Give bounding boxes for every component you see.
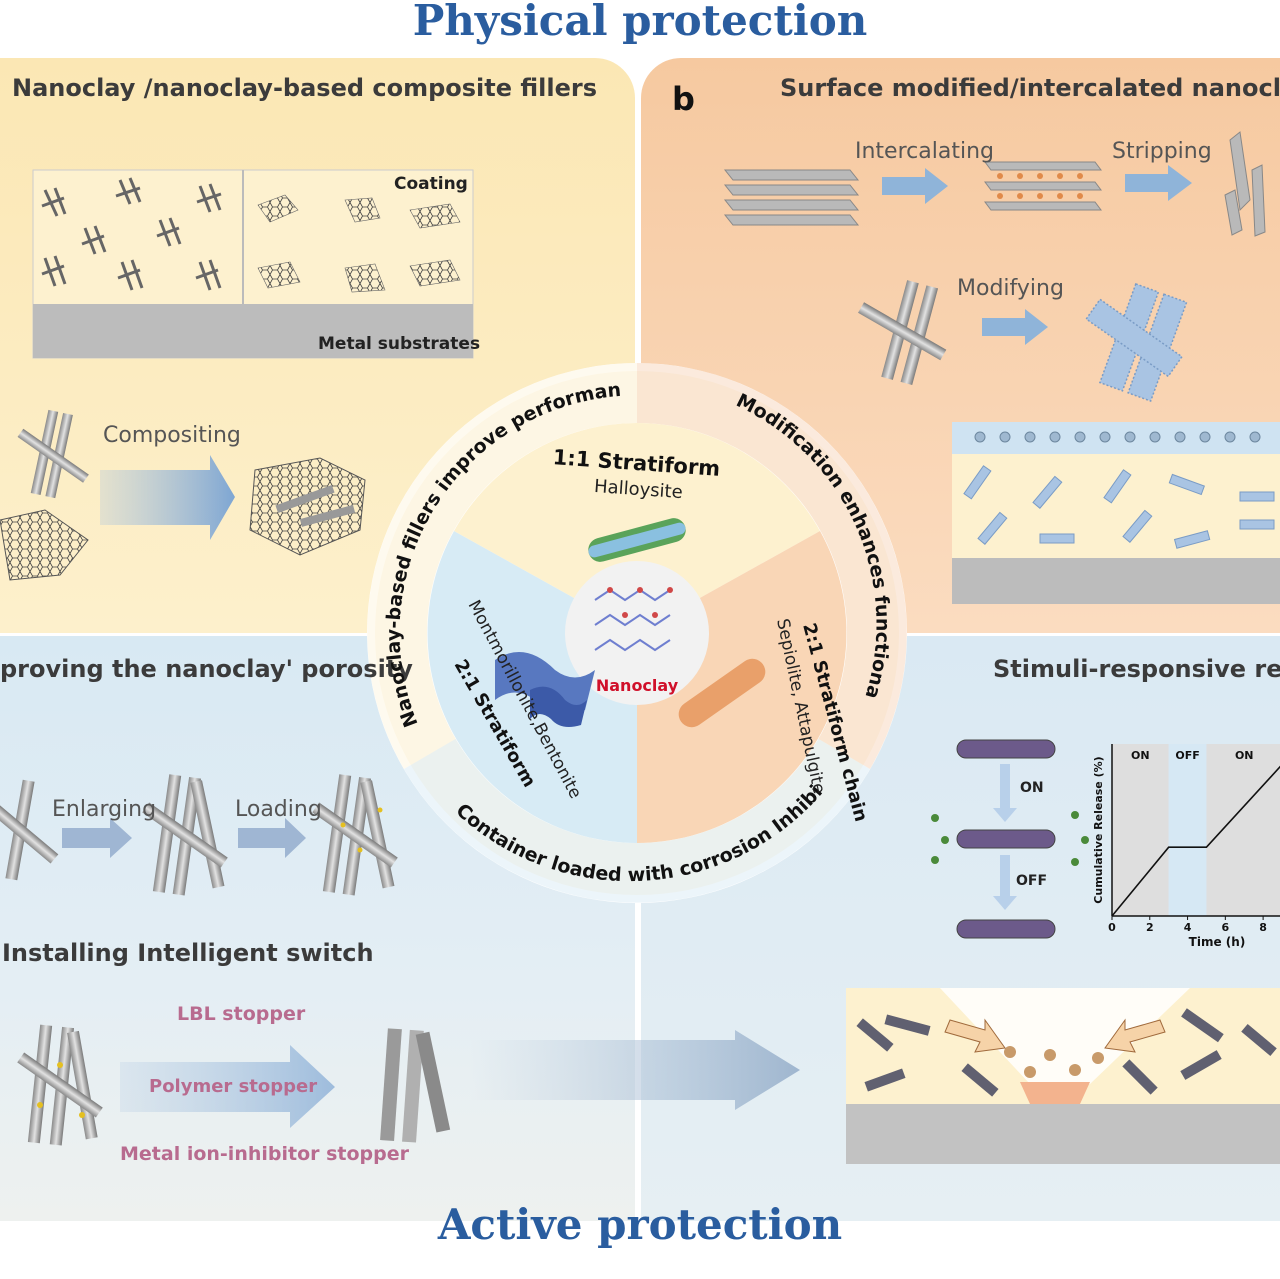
chart-x-tick-label: 0 [1108, 921, 1116, 934]
chart-region-1 [1168, 744, 1207, 916]
compositing-illustration [0, 409, 366, 581]
page-title-active-protection: Active protection [437, 1200, 843, 1249]
nanoclay-wheel [367, 363, 907, 903]
modified-coating-illustration [952, 422, 1280, 604]
chart-x-axis-label: Time (h) [1189, 935, 1246, 949]
metal-ion-stopper-label: Metal ion-inhibitor stopper [120, 1143, 410, 1165]
modifying-label: Modifying [957, 276, 1064, 301]
chart-series-line-0 [1111, 765, 1280, 917]
release-trigger-illustration [846, 988, 1280, 1164]
chart-region-0 [1112, 744, 1169, 916]
chart-x-tick-label: 2 [1146, 921, 1154, 934]
enlarging-label: Enlarging [52, 797, 157, 822]
chart-region-label: OFF [1175, 749, 1199, 762]
page-title-physical-protection: Physical protection [412, 0, 868, 45]
intercalating-label: Intercalating [855, 139, 994, 164]
modifying-illustration [858, 280, 1188, 403]
section-title-intelligent-switch: Installing Intelligent switch [2, 939, 374, 967]
polymer-stopper-label: Polymer stopper [149, 1076, 318, 1097]
enlarging-loading-illustration [0, 774, 398, 896]
panel-letter-b: b [672, 80, 695, 118]
switching-nanotube-illustration [931, 739, 1089, 939]
chart-region-label: ON [1131, 749, 1150, 762]
lbl-stopper-label: LBL stopper [177, 1003, 306, 1025]
chart-x-tick-label: 6 [1222, 921, 1230, 934]
stripping-label: Stripping [1112, 139, 1212, 164]
coating-label: Coating [394, 174, 468, 194]
chart-y-axis-label: Cumulative Release (%) [1092, 756, 1105, 903]
section-title-surface-modified: Surface modified/intercalated nanoclay [780, 74, 1280, 102]
compositing-label: Compositing [103, 423, 241, 448]
coating-illustration [32, 169, 474, 359]
intercalation-illustration [723, 131, 1266, 237]
chart-region-label: ON [1235, 749, 1254, 762]
on-switch-label: ON [1020, 780, 1044, 796]
chart-x-tick-label: 8 [1259, 921, 1267, 934]
off-switch-label: OFF [1016, 873, 1048, 889]
section-title-stimuli-release: Stimuli-responsive releas [993, 655, 1280, 683]
section-title-composite-fillers: Nanoclay /nanoclay-based composite fille… [12, 74, 598, 102]
intelligent-switch-illustration [17, 1024, 800, 1146]
chart-x-tick-label: 4 [1184, 921, 1192, 934]
loading-label: Loading [235, 797, 322, 822]
metal-substrates-label: Metal substrates [318, 334, 481, 354]
section-title-porosity: proving the nanoclay' porosity [0, 655, 413, 683]
chart-region-2 [1206, 744, 1280, 916]
